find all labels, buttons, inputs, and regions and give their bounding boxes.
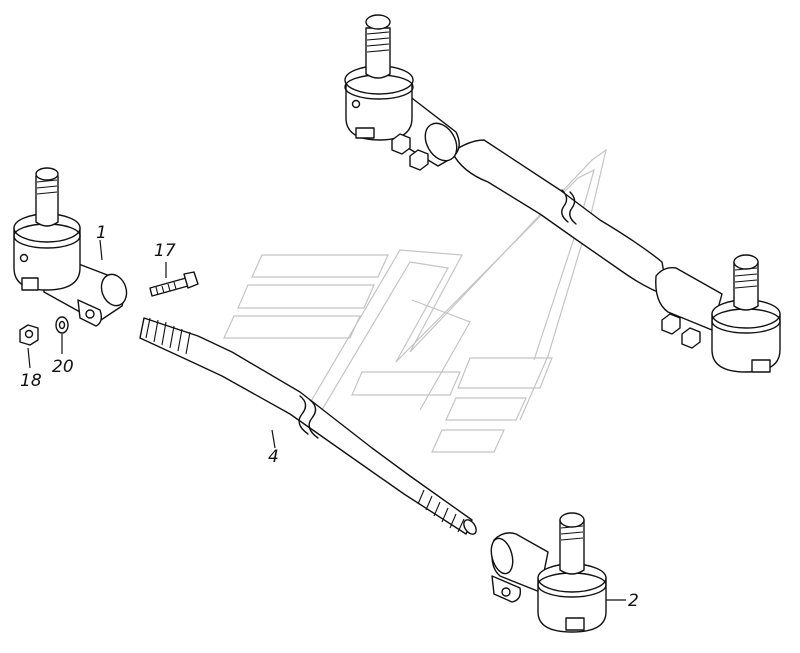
- part-17-bolt: [149, 271, 199, 297]
- part-2-tie-rod-end-right: [490, 512, 607, 633]
- washer-bore: [58, 320, 66, 330]
- clamp-nut-4: [681, 327, 701, 349]
- tube-thread-right: [417, 489, 465, 533]
- ball-socket-housing: [537, 577, 607, 633]
- tube-break-mark-2: [308, 399, 319, 439]
- ball-pin: [365, 27, 391, 79]
- callout-2: 2: [628, 591, 639, 611]
- callout-1: 1: [96, 223, 107, 243]
- ball-socket-housing-right: [711, 313, 781, 373]
- bolt-head: [183, 271, 199, 289]
- ball-pin-thread: [560, 525, 584, 541]
- nut-bore: [24, 329, 34, 339]
- leader-4: [271, 429, 276, 449]
- ball-pin-thread: [36, 179, 58, 195]
- tube-break-mark: [298, 395, 309, 435]
- ball-pin-thread: [366, 31, 390, 53]
- ball-socket-housing: [13, 227, 81, 291]
- tube-break-mark: [561, 189, 569, 223]
- callout-17: 17: [154, 241, 176, 261]
- assembled-tie-rod: [344, 14, 781, 373]
- housing-bottom-plug: [355, 127, 375, 139]
- tube-break-mark-2: [569, 191, 577, 225]
- tube-body: [139, 317, 473, 535]
- ball-socket-housing: [345, 79, 413, 141]
- sleeve-bore: [100, 273, 128, 307]
- housing-bottom-plug-right: [751, 359, 771, 373]
- ball-pin-thread-right: [734, 267, 758, 289]
- clamp-nut-1: [391, 133, 411, 155]
- grease-nipple: [19, 253, 29, 263]
- clamp-nut-3: [661, 313, 681, 335]
- bolt-thread: [155, 281, 177, 296]
- part-4-tie-rod-tube: [139, 317, 477, 535]
- tube-thread-left: [145, 317, 191, 355]
- part-18-nut: [19, 324, 39, 346]
- ball-pin-top: [365, 14, 391, 30]
- ball-pin-top: [35, 167, 59, 181]
- sleeve-collar: [424, 122, 458, 162]
- clamp-lug-hole: [501, 587, 511, 597]
- tube-end: [463, 519, 477, 535]
- clamp-nut-2: [409, 149, 429, 171]
- leader-18: [27, 347, 31, 369]
- grease-nipple: [351, 99, 361, 109]
- ball-pin: [35, 175, 59, 227]
- callout-18: 18: [20, 371, 42, 391]
- callout-20: 20: [52, 357, 74, 377]
- callout-4: 4: [268, 447, 279, 467]
- sleeve-bore: [490, 537, 514, 575]
- housing-bottom-plug: [21, 277, 39, 291]
- ball-pin-top-right: [733, 254, 759, 270]
- part-1-tie-rod-end-left: [13, 167, 128, 327]
- housing-bottom-plug: [565, 617, 585, 631]
- clamp-lug-hole: [85, 309, 95, 319]
- leader-1: [99, 239, 103, 261]
- ball-pin-top: [559, 512, 585, 528]
- part-20-washer: [55, 316, 69, 334]
